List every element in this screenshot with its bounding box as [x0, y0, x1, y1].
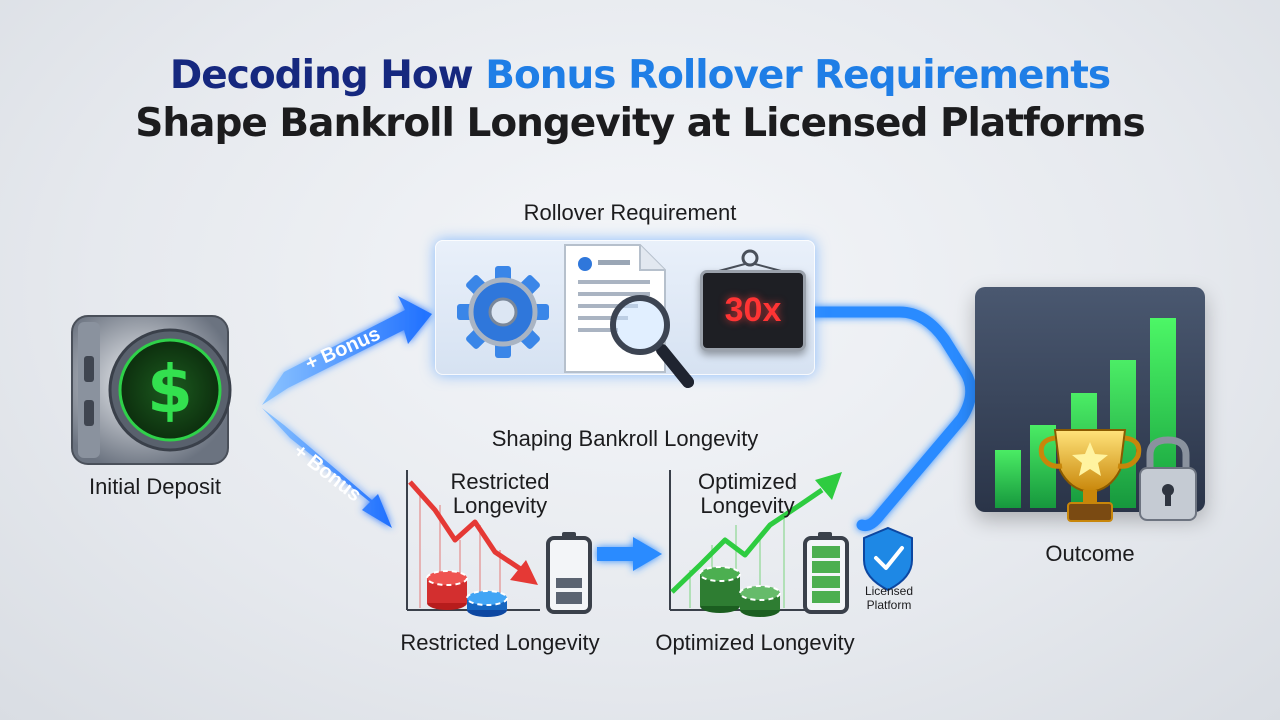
bonus-arrow-upper	[262, 296, 432, 405]
restricted-title-line-1: Restricted	[450, 469, 550, 494]
page-title: Decoding How Bonus Rollover Requirements…	[0, 52, 1280, 148]
optimized-chart-title: Optimized Longevity	[665, 470, 830, 518]
title-line-1-highlight: Bonus Rollover Requirements	[485, 53, 1111, 98]
optimized-title-line-1: Optimized	[697, 469, 798, 494]
optimized-trend-arrowhead	[815, 472, 842, 500]
restricted-caption: Restricted Longevity	[400, 630, 600, 655]
restricted-chart-title: Restricted Longevity	[420, 470, 580, 518]
title-line-1-part-1: Decoding How	[169, 53, 486, 98]
shield-check-icon	[863, 526, 913, 592]
battery-full-icon	[803, 532, 849, 614]
initial-deposit-label: Initial Deposit	[88, 474, 222, 499]
red-chips-icon	[426, 570, 508, 617]
optimized-title-line-2: Longevity	[700, 493, 795, 518]
title-line-1: Decoding How Bonus Rollover Requirements	[0, 52, 1280, 100]
optimized-trend-line	[670, 487, 824, 594]
restricted-trend-line	[408, 480, 527, 575]
licensed-platform-label: Licensed Platform	[850, 584, 928, 612]
multiplier-value: 30x	[724, 291, 782, 329]
flow-line-to-outcome	[799, 306, 977, 531]
bonus-arrow-lower	[262, 408, 392, 528]
licensed-line-2: Platform	[866, 598, 912, 612]
rollover-requirement-label: Rollover Requirement	[523, 200, 737, 225]
transition-arrow	[597, 537, 662, 571]
restricted-title-line-2: Longevity	[452, 493, 548, 518]
optimized-longevity-chart	[669, 470, 842, 611]
dollar-vault-icon: $	[71, 315, 232, 465]
battery-low-icon	[546, 532, 592, 614]
multiplier-badge: 30x	[700, 270, 806, 351]
restricted-trend-arrowhead	[510, 560, 538, 585]
shaping-longevity-label: Shaping Bankroll Longevity	[491, 426, 759, 451]
green-chips-icon	[699, 566, 781, 617]
title-line-2: Shape Bankroll Longevity at Licensed Pla…	[135, 101, 1145, 146]
licensed-line-1: Licensed	[864, 584, 914, 598]
outcome-panel	[975, 287, 1205, 512]
outcome-label: Outcome	[1045, 541, 1135, 566]
optimized-caption: Optimized Longevity	[655, 630, 855, 655]
svg-text:$: $	[147, 351, 193, 428]
